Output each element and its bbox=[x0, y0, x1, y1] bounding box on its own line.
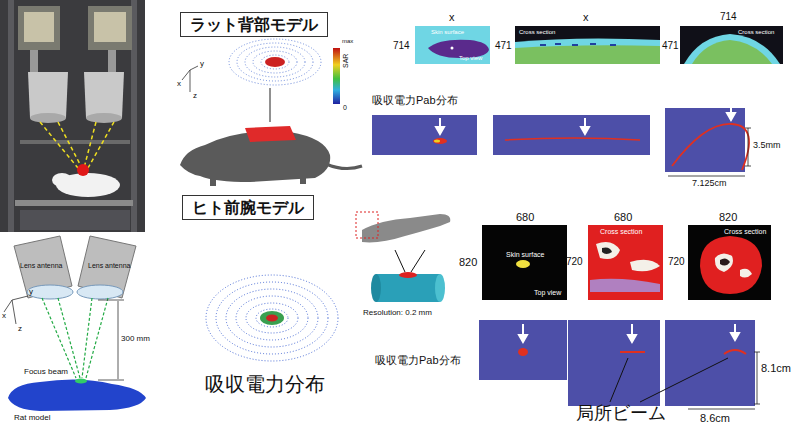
colorbar-title: SAR bbox=[342, 54, 350, 68]
image-panel: Cross section bbox=[688, 225, 771, 300]
panel-caption: Cross section bbox=[519, 29, 555, 36]
axis-label: z bbox=[18, 325, 22, 334]
dimension-label: 720 bbox=[668, 256, 685, 267]
dimension-label: 8.6cm bbox=[700, 412, 730, 424]
title-box: ヒト前腕モデル bbox=[182, 195, 314, 220]
dimension-label: 3.5mm bbox=[753, 141, 781, 151]
resolution-note: Resolution: 0.2 mm bbox=[363, 309, 432, 318]
panel-caption: Top view bbox=[534, 289, 561, 297]
axis-label: x bbox=[2, 312, 6, 321]
dimension-label: 820 bbox=[459, 256, 477, 268]
panel-caption: Cross section bbox=[724, 228, 766, 236]
image-panel: Cross section bbox=[515, 26, 660, 64]
colorbar-max: max bbox=[342, 38, 353, 45]
section-caption: 吸収電力分布 bbox=[205, 373, 325, 395]
antenna-label: Lens antenna bbox=[88, 262, 130, 270]
model-title: ラット背部モデル bbox=[190, 15, 318, 34]
image-panel: Skin surfaceTop view bbox=[415, 26, 490, 64]
axis-label: y bbox=[29, 288, 33, 297]
antenna-label: Lens antenna bbox=[20, 262, 62, 270]
title-box: ラット背部モデル bbox=[180, 12, 328, 37]
image-panel: Cross section bbox=[588, 225, 663, 300]
dimension-label: 714 bbox=[393, 40, 410, 51]
dimension-label: 720 bbox=[566, 256, 583, 267]
panel-caption: Skin surface bbox=[506, 251, 545, 259]
plot-title: 吸収電力Pab分布 bbox=[372, 94, 458, 106]
dimension-label: x bbox=[583, 11, 589, 23]
axis-label: y bbox=[200, 60, 204, 69]
dimension-label: 471 bbox=[662, 40, 679, 51]
panel-caption: Top view bbox=[459, 55, 482, 62]
panel-caption: Skin surface bbox=[431, 29, 464, 36]
dimension-label: 714 bbox=[720, 11, 737, 22]
dimension-label: 680 bbox=[516, 211, 534, 223]
model-title: ヒト前腕モデル bbox=[192, 198, 304, 217]
dimension-label: 680 bbox=[614, 211, 632, 223]
panel-caption: Cross section bbox=[738, 29, 774, 36]
image-panel: Skin surfaceTop view bbox=[482, 225, 567, 300]
image-panel: Cross section bbox=[680, 26, 783, 64]
dimension-label: 300 mm bbox=[121, 335, 150, 344]
axis-label: x bbox=[177, 80, 181, 89]
dimension-label: 820 bbox=[719, 211, 737, 223]
dimension-label: x bbox=[449, 11, 455, 23]
colorbar-min: 0 bbox=[343, 104, 347, 112]
model-label: Rat model bbox=[14, 414, 50, 423]
beam-label: Focus beam bbox=[24, 368, 68, 377]
dimension-label: 8.1cm bbox=[761, 362, 791, 374]
callout-label: 局所ビーム bbox=[576, 404, 666, 424]
plot-title: 吸収電力Pab分布 bbox=[375, 354, 461, 366]
panel-caption: Cross section bbox=[600, 228, 642, 236]
axis-label: z bbox=[193, 92, 197, 101]
dimension-label: 471 bbox=[495, 40, 512, 51]
dimension-label: 7.125cm bbox=[692, 179, 727, 189]
